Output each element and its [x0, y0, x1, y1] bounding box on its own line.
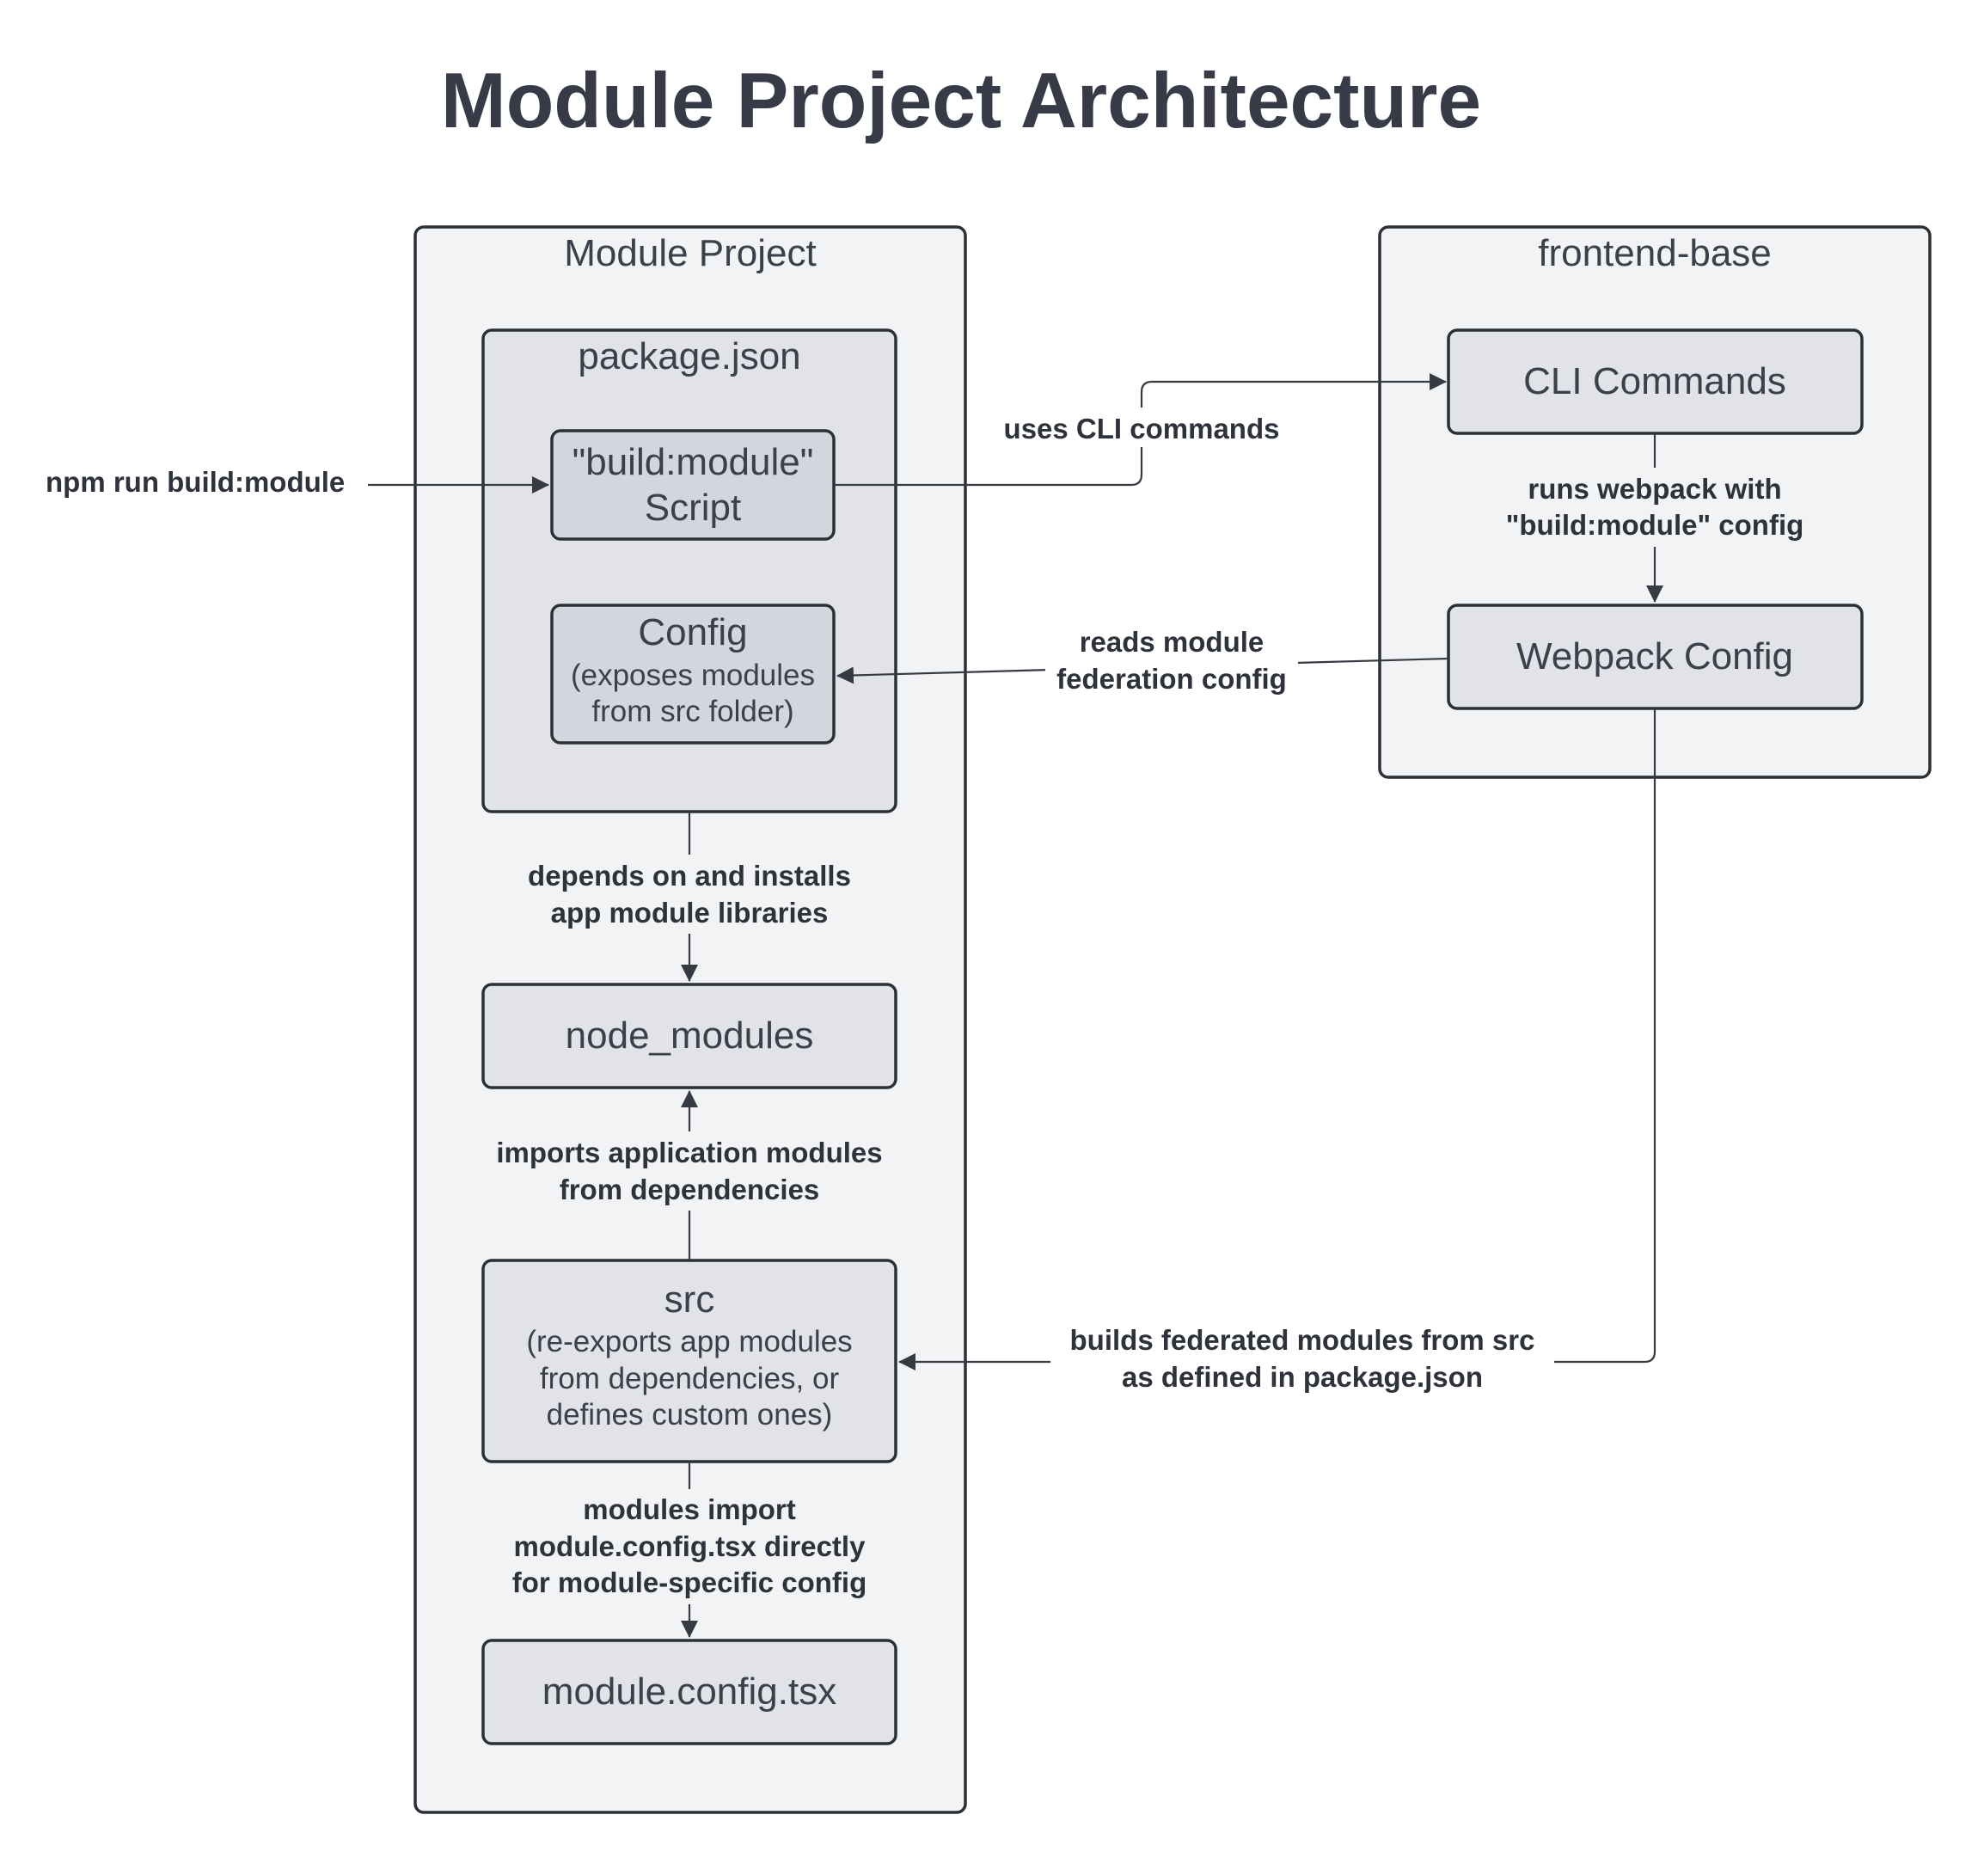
node-cli-commands: CLI Commands: [1447, 328, 1864, 435]
node-config: Config (exposes modules from src folder): [550, 604, 836, 745]
edge-builds-federated-label-bg: [1050, 1321, 1554, 1400]
src-sub-line3: defines custom ones): [547, 1398, 833, 1432]
edge-uses-cli: uses CLI commands: [834, 373, 1447, 487]
config-sub-line1: (exposes modules: [571, 659, 815, 692]
edge-depends-on-label-line2: app module libraries: [551, 897, 829, 929]
edge-imports-app-label-line2: from dependencies: [560, 1174, 820, 1205]
module-config-label: module.config.tsx: [542, 1671, 836, 1713]
build-script-label-line2: Script: [645, 487, 741, 529]
node-src: src (re-exports app modules from depende…: [481, 1259, 897, 1463]
node-build-script: "build:module" Script: [550, 429, 836, 541]
edge-modules-import: modules import module.config.tsx directl…: [492, 1462, 887, 1638]
module-config-box: [481, 1639, 897, 1745]
edge-depends-on-label-bg: [509, 855, 870, 934]
edge-uses-cli-label: uses CLI commands: [1004, 413, 1280, 444]
edge-reads-module-label-line1: reads module: [1080, 626, 1264, 658]
edge-runs-webpack-label-line2: "build:module" config: [1506, 509, 1804, 541]
edge-npm-run-label: npm run build:module: [46, 466, 345, 498]
edge-runs-webpack-label-bg: [1484, 468, 1826, 547]
edge-reads-module-label-line2: federation config: [1056, 663, 1287, 695]
edge-modules-import-label-line2: module.config.tsx directly: [514, 1530, 866, 1562]
config-box: [550, 604, 836, 745]
node-node-modules: node_modules: [481, 983, 897, 1089]
node-modules-label: node_modules: [566, 1015, 814, 1057]
edge-modules-import-label-bg: [492, 1489, 887, 1604]
edge-builds-federated-label-line1: builds federated modules from src: [1070, 1324, 1535, 1356]
frontend-base-label: frontend-base: [1538, 232, 1772, 274]
edge-builds-federated-label-line2: as defined in package.json: [1122, 1361, 1483, 1393]
src-label: src: [664, 1278, 715, 1321]
cli-commands-label: CLI Commands: [1523, 360, 1786, 402]
edge-modules-import-label-line1: modules import: [583, 1493, 796, 1525]
node-webpack-config: Webpack Config: [1447, 604, 1864, 710]
node-module-config: module.config.tsx: [481, 1639, 897, 1745]
edge-builds-federated: builds federated modules from src as def…: [898, 708, 1656, 1400]
edge-uses-cli-label-bg: [989, 408, 1298, 447]
edge-imports-app-label-line1: imports application modules: [496, 1137, 882, 1168]
src-sub-line1: (re-exports app modules: [526, 1325, 852, 1358]
src-sub-line2: from dependencies, or: [540, 1362, 840, 1395]
edge-modules-import-label-line3: for module-specific config: [512, 1566, 867, 1598]
module-project-label: Module Project: [564, 232, 816, 274]
package-json-label: package.json: [578, 335, 800, 377]
edge-builds-federated-path: [898, 708, 1656, 1370]
edge-reads-module: reads module federation config: [836, 621, 1449, 700]
edge-imports-app-label-bg: [478, 1131, 901, 1211]
edge-npm-run: npm run build:module: [46, 466, 549, 498]
edge-depends-on-label-line1: depends on and installs: [528, 860, 851, 892]
config-sub-line2: from src folder): [591, 695, 793, 728]
node-modules-box: [481, 983, 897, 1089]
edge-imports-app: imports application modules from depende…: [478, 1090, 901, 1260]
config-label: Config: [638, 611, 747, 653]
edge-runs-webpack-label-line1: runs webpack with: [1528, 473, 1781, 505]
build-script-label-line1: "build:module": [573, 441, 814, 483]
edge-runs-webpack: runs webpack with "build:module" config: [1484, 433, 1826, 603]
webpack-config-label: Webpack Config: [1516, 635, 1793, 677]
edge-depends-on: depends on and installs app module libra…: [509, 812, 870, 982]
page-title: Module Project Architecture: [441, 58, 1481, 144]
edge-reads-module-label-bg: [1045, 621, 1298, 700]
